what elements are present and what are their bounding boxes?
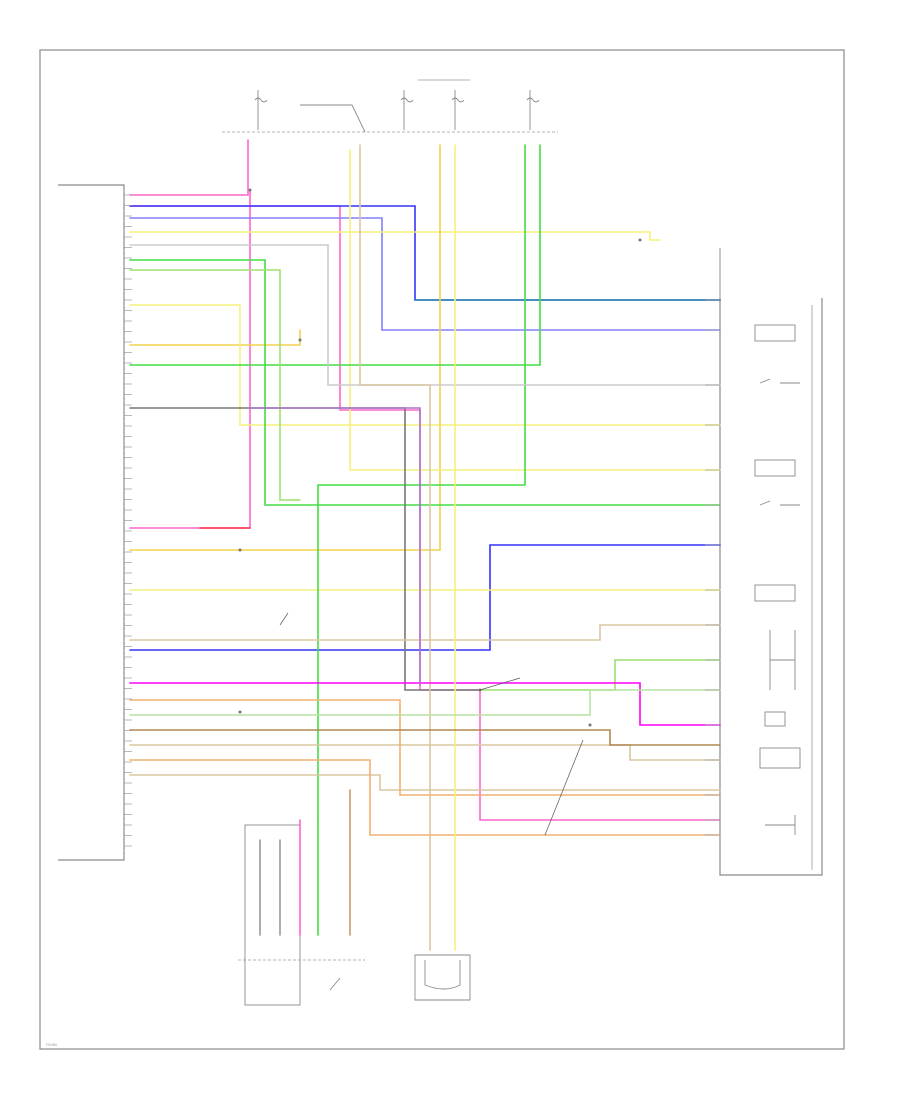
wire-yellow-4 <box>129 144 441 551</box>
wire-lime-2 <box>479 659 721 691</box>
wire-yellow-1 <box>129 231 661 241</box>
figure-code: F0060 <box>46 1043 58 1047</box>
tcm-pin-ticks <box>124 194 132 847</box>
wire-orange-1 <box>129 699 721 796</box>
wire-yellow-6 <box>349 149 721 471</box>
solenoid-boxes <box>754 324 801 769</box>
tcm-outline <box>58 184 125 861</box>
wire-brown-1 <box>129 729 721 746</box>
wire-tan-1 <box>129 624 721 641</box>
wire-tan-4 <box>129 774 721 791</box>
position-switch-connector <box>238 824 365 1006</box>
wire-blue-1 <box>129 205 721 301</box>
wire-tan-3 <box>359 144 431 951</box>
wire-pink-3 <box>129 205 721 821</box>
wire-purple-1 <box>249 407 421 686</box>
wire-green-1 <box>129 144 541 366</box>
wire-pink-1 <box>129 139 249 196</box>
position-switch-contact <box>329 977 341 991</box>
callout-leaders <box>279 612 584 836</box>
sensor-body <box>414 954 471 1001</box>
wire-blue-3 <box>129 544 721 651</box>
fuse-2 <box>400 90 414 130</box>
relay-bracket <box>300 104 366 133</box>
wire-green-3 <box>317 144 526 486</box>
wire-yellow-2 <box>129 329 301 346</box>
solenoid-block-outline <box>719 298 823 876</box>
wire-tan-2 <box>129 744 721 761</box>
wire-green-5 <box>129 689 721 716</box>
wire-magenta-1 <box>129 682 721 726</box>
wires <box>129 139 721 951</box>
sensor-inner <box>424 960 461 990</box>
transmission-solenoid-block <box>719 248 823 876</box>
wire-pink-2 <box>129 189 251 529</box>
sensor-outline <box>414 954 471 1001</box>
wire-gray-2 <box>259 839 281 936</box>
wire-lime-1 <box>129 269 301 501</box>
solenoid-switches <box>759 378 800 835</box>
wire-black-1 <box>129 407 481 691</box>
fuse-1 <box>254 90 268 130</box>
transmission-control-module <box>58 184 125 861</box>
splice-points <box>238 188 642 727</box>
wire-gray-1 <box>129 244 721 386</box>
solenoid-pin-ticks <box>705 299 720 836</box>
diagram-border <box>39 49 845 1050</box>
fuse-4 <box>526 90 540 130</box>
position-switch-box <box>244 824 301 1006</box>
power-sources <box>222 79 558 133</box>
wire-green-2 <box>129 259 721 506</box>
fuse-3 <box>451 90 465 130</box>
wire-orange-2 <box>129 759 721 836</box>
wire-blue-2 <box>129 217 721 331</box>
